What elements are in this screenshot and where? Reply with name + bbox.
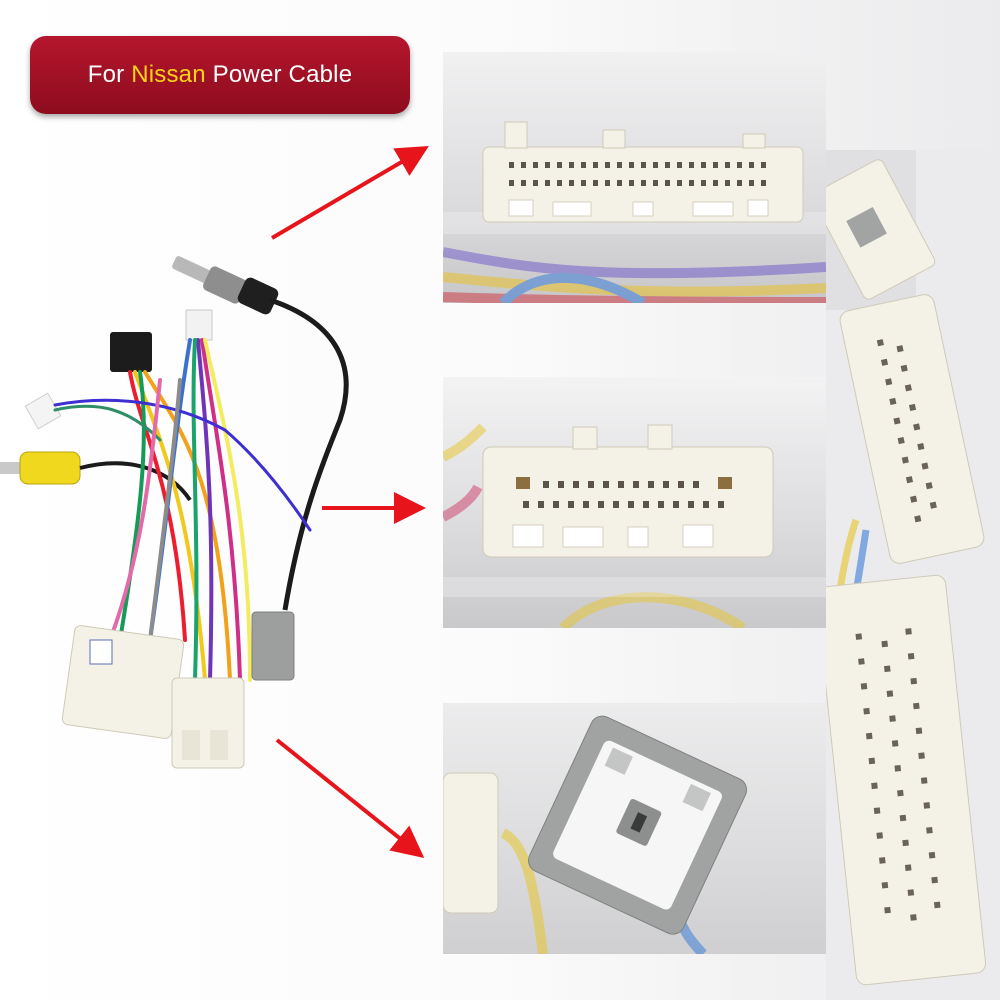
rca-plug [0,451,81,485]
title-badge: For Nissan Power Cable [30,36,410,114]
gray-antenna-connector [251,611,295,681]
black-plug [110,332,152,372]
connector-antenna-gray [528,715,748,935]
photo-side-connectors [826,150,1000,1000]
photo-top-connector-closeup [443,52,826,303]
photo-antenna-connector-closeup [443,703,826,954]
harness-photo [0,240,440,780]
arrow-to-top-closeup [270,145,429,240]
side-connector-upper [839,294,985,564]
side-connector-lower [826,574,987,986]
white-harness-connectors [61,625,245,769]
title-suffix: Power Cable [212,61,353,88]
photo-middle-connector-closeup [443,377,826,628]
antenna-plug [172,256,279,315]
title-prefix: For [87,61,125,88]
title-brand: Nissan [131,61,206,88]
